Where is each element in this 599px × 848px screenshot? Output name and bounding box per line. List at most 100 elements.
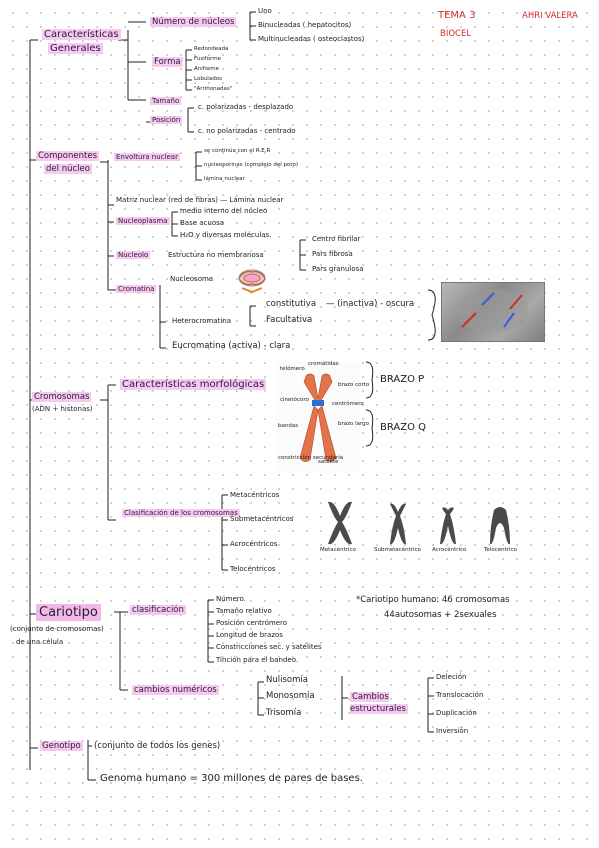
nucleoplasma-item: H₂O y diversas moléculas. <box>180 231 272 239</box>
forma-item: Fusiforme <box>194 56 221 62</box>
clasificacion-item: Tinción para el bandeo. <box>216 656 299 664</box>
brazo-q-label: BRAZO Q <box>380 422 427 433</box>
cromosomas-subtitle: (ADN + histonas) <box>32 405 93 413</box>
nucleolo-item: Centro fibrilar <box>312 235 361 243</box>
tipo-item: Submetacéntricos <box>230 515 294 523</box>
nucleoplasma-label: Nucleoplasma <box>116 217 170 225</box>
diagram-label: telómero <box>280 366 305 372</box>
nucleosoma-label: Nucleosoma <box>170 275 214 283</box>
clasificacion-item: Posición centrómero <box>216 619 288 627</box>
tamano-label: Tamaño <box>150 97 182 105</box>
nucleolo-item: Pars granulosa <box>312 265 364 273</box>
clasificacion-cromosomas: Clasificación de los cromosomas <box>122 509 240 517</box>
cariotipo-humano-1: *Cariotipo humano: 46 cromosomas <box>356 595 510 605</box>
author-name: AHRI VALERA <box>522 11 578 21</box>
numero-item: Binucleadas ( hepatocitos) <box>258 21 352 29</box>
cromatina-label: Cromatina <box>116 285 157 293</box>
micrograph-arrows <box>456 289 528 333</box>
estructural-item: Duplicación <box>436 709 477 717</box>
componentes-title-line2: del núcleo <box>44 164 92 174</box>
diagram-label: centrómero <box>332 401 364 407</box>
nucleoplasma: Nucleoplasma <box>116 217 170 225</box>
estructural-item: Deleción <box>436 673 467 681</box>
tipo-image-label: Acrocéntrico <box>432 547 467 553</box>
numerico-item: Trisomía <box>266 708 302 718</box>
envoltura-item: lámina nuclear <box>204 176 245 182</box>
numero-item: Multinucleadas ( osteoclastos) <box>258 35 365 43</box>
generales-title-2: Generales <box>48 43 103 54</box>
numero-label: Número de núcleos <box>150 17 237 27</box>
micrograph-image <box>441 282 545 342</box>
diagram-label: constricción secundaria <box>278 455 344 461</box>
hetero-note: — (inactiva) - oscura <box>326 299 415 309</box>
numero-item: Uno <box>258 7 272 15</box>
envoltura-label: Envoltura nuclear <box>114 153 180 161</box>
genotipo-label: Genotipo <box>40 741 83 751</box>
posicion-item: c. polarizadas - desplazado <box>198 103 294 111</box>
cromosomas-label: Cromosomas <box>32 392 92 402</box>
posicion-item: c. no polarizadas - centrado <box>198 127 296 135</box>
cambios-estructurales: Cambios estructurales <box>350 692 424 716</box>
cromosomas-title: Cromosomas <box>32 392 92 402</box>
clasificacion-item: Longitud de brazos <box>216 631 283 639</box>
cariotipo-title: Cariotipo <box>36 604 101 621</box>
subject-label: BIOCEL <box>440 29 472 39</box>
hetero-item: Facultativa <box>266 315 313 325</box>
diagram-label: satélite <box>318 459 339 465</box>
generales-title: Características <box>42 29 121 40</box>
forma-item: Aniforme <box>194 66 219 72</box>
nucleolo-label: Nucleolo <box>116 251 151 259</box>
envoltura: Envoltura nuclear <box>114 153 180 161</box>
cariotipo-humano-2: 44autosomas + 2sexuales <box>384 610 497 620</box>
diagram-label: brazo corto <box>338 382 370 388</box>
numero-nucleos: Número de núcleos <box>150 17 237 27</box>
clasificacion-line: Clasificación de los cromosomas <box>122 509 240 517</box>
forma-label: Forma <box>152 57 183 67</box>
estructural-item: Inversión <box>436 727 469 735</box>
diagram-label: brazo largo <box>338 421 370 427</box>
clasificacion-item: Número. <box>216 595 246 603</box>
cariotipo-subtitle-2: de una célula <box>16 638 64 646</box>
posicion-label: Posición <box>150 116 183 124</box>
tipo-item: Telocéntricos <box>230 565 276 573</box>
diagram-label: bandas <box>278 423 299 429</box>
generales-title-line2: Generales <box>48 43 103 54</box>
nucleoplasma-item: medio interno del núcleo <box>180 207 268 215</box>
eucromatina-label: Eucromatina (activa) - clara <box>172 341 291 351</box>
diagram-label: cinetócoro <box>280 397 309 403</box>
tema-label: TEMA 3 <box>438 10 476 21</box>
diagram-label: cromátidas <box>308 361 339 367</box>
estructural-item: Translocación <box>436 691 484 699</box>
chromosome-diagram <box>276 362 360 472</box>
componentes-title-line1: Componentes <box>36 151 100 161</box>
genotipo-desc: (conjunto de todos los genes) <box>94 741 221 751</box>
clasificacion-cariotipo: clasificación <box>130 605 186 615</box>
posicion: Posición <box>150 116 183 124</box>
clasificacion-item: Constricciones sec. y satélites <box>216 643 322 651</box>
envoltura-item: nucleoporinas (complejo del poro) <box>204 162 298 168</box>
cariotipo-label: Cariotipo <box>36 604 101 621</box>
brazo-p-label: BRAZO P <box>380 374 425 385</box>
tipo-item: Metacéntricos <box>230 491 280 499</box>
numerico-item: Nulisomía <box>266 675 308 685</box>
caracteristicas-morfologicas: Características morfológicas <box>120 379 267 390</box>
componentes-title: Componentes <box>36 151 100 161</box>
tipo-image-label: Submetacéntrico <box>374 547 421 553</box>
cariotipo-subtitle-1: (conjunto de cromosomas) <box>10 625 104 633</box>
envoltura-item: se continúa con el R.E.R <box>204 148 271 154</box>
forma-item: "Arriñonadas" <box>194 86 233 92</box>
numerico-item: Monosomía <box>266 691 315 701</box>
tipo-image-label: Metacéntrico <box>320 547 356 553</box>
forma-item: Redondeada <box>194 46 229 52</box>
clasificacion-item: Tamaño relativo <box>216 607 272 615</box>
estructurales-label: Cambios estructurales <box>350 692 408 714</box>
caracteristicas-label: Características morfológicas <box>120 379 267 390</box>
nucleoplasma-item: Base acuosa <box>180 219 225 227</box>
forma-item: Lobulados <box>194 76 222 82</box>
cambios-numericos: cambios numéricos <box>132 685 219 695</box>
nucleolo-item: Pars fibrosa <box>312 250 353 258</box>
generales-title-line1: Características <box>42 29 121 40</box>
matriz-nuclear: Matriz nuclear (red de fibras) — Lámina … <box>116 196 284 204</box>
nucleosome-image <box>238 269 266 294</box>
heterocromatina-label: Heterocromatina <box>172 317 232 325</box>
